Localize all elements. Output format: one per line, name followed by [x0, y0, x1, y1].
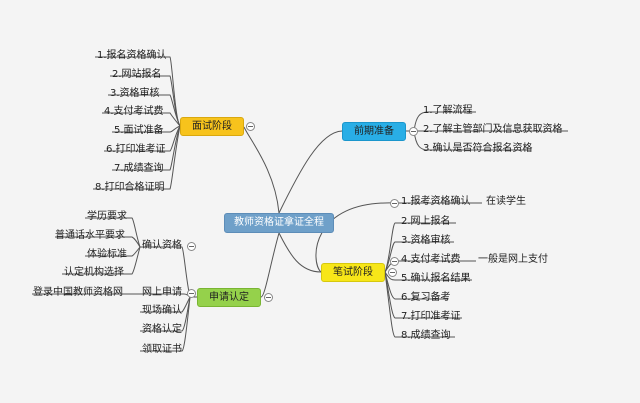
interview-item[interactable]: 4.支付考试费 [104, 106, 164, 117]
interview-item[interactable]: 6.打印准考证 [106, 144, 166, 155]
prelim-item[interactable]: 2.了解主管部门及信息获取资格 [423, 124, 563, 135]
written-item[interactable]: 3.资格审核 [401, 235, 451, 246]
written-item-note[interactable]: 在读学生 [486, 196, 526, 207]
branch-written-exam[interactable]: 笔试阶段 [321, 263, 385, 282]
apply-item[interactable]: 现场确认 [142, 305, 182, 316]
written-item[interactable]: 2.网上报名 [401, 216, 451, 227]
interview-item[interactable]: 2.网站报名 [112, 69, 162, 80]
collapse-toggle-icon[interactable] [390, 199, 399, 208]
collapse-toggle-icon[interactable] [390, 257, 399, 266]
written-item[interactable]: 6.复习备考 [401, 292, 451, 303]
written-item[interactable]: 4.支付考试费 [401, 254, 461, 265]
written-item[interactable]: 5.确认报名结果 [401, 273, 471, 284]
collapse-toggle-icon[interactable] [409, 127, 418, 136]
branch-certification-application[interactable]: 申请认定 [197, 288, 261, 307]
confirm-sub-item[interactable]: 普通话水平要求 [55, 230, 125, 241]
prelim-item[interactable]: 3.确认是否符合报名资格 [423, 143, 533, 154]
collapse-toggle-icon[interactable] [388, 268, 397, 277]
interview-item[interactable]: 1.报名资格确认 [97, 50, 167, 61]
collapse-toggle-icon[interactable] [246, 122, 255, 131]
branch-preliminary-prep[interactable]: 前期准备 [342, 122, 406, 141]
interview-item[interactable]: 3.资格审核 [110, 88, 160, 99]
collapse-toggle-icon[interactable] [264, 293, 273, 302]
apply-item[interactable]: 资格认定 [142, 324, 182, 335]
written-item[interactable]: 1.报考资格确认 [401, 196, 471, 207]
interview-item[interactable]: 8.打印合格证明 [95, 182, 165, 193]
confirm-sub-item[interactable]: 体验标准 [87, 249, 127, 260]
interview-item[interactable]: 7.成绩查询 [114, 163, 164, 174]
apply-item[interactable]: 领取证书 [142, 344, 182, 355]
collapse-toggle-icon[interactable] [187, 242, 196, 251]
confirm-sub-item[interactable]: 认定机构选择 [64, 267, 124, 278]
written-item[interactable]: 7.打印准考证 [401, 311, 461, 322]
apply-item-confirm-eligibility[interactable]: 确认资格 [142, 240, 182, 251]
written-item-note[interactable]: 一般是网上支付 [478, 254, 548, 265]
branch-interview-stage[interactable]: 面试阶段 [180, 117, 244, 136]
confirm-sub-item[interactable]: 学历要求 [87, 211, 127, 222]
written-item[interactable]: 8.成绩查询 [401, 330, 451, 341]
apply-item-online[interactable]: 网上申请 [142, 287, 182, 298]
online-sub-item[interactable]: 登录中国教师资格网 [33, 287, 123, 298]
collapse-toggle-icon[interactable] [187, 289, 196, 298]
interview-item[interactable]: 5.面试准备 [114, 125, 164, 136]
central-topic[interactable]: 教师资格证拿证全程 [224, 213, 334, 233]
prelim-item[interactable]: 1.了解流程 [423, 105, 473, 116]
